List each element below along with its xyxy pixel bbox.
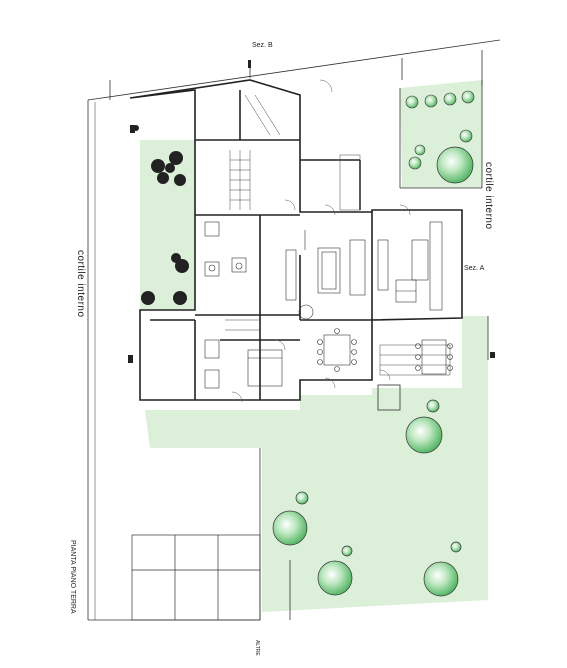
main-garden	[145, 316, 488, 612]
label-sez-b: Sez. B	[252, 42, 273, 49]
tree-garden-2	[272, 510, 308, 546]
tree-garden-3	[317, 560, 353, 596]
bedroom-furniture	[204, 339, 283, 389]
label-sez-a: Sez. A	[464, 265, 485, 272]
large-trees	[272, 146, 474, 597]
label-cortile-interno-left: cortile interno	[75, 250, 86, 318]
kitchen-furniture	[377, 221, 443, 311]
label-pianta-piano-terra: PIANTA PIANO TERRA	[69, 540, 76, 614]
label-bottom-mark: ALTRE	[254, 640, 260, 656]
site-outer-line	[87, 39, 501, 101]
section-markers	[128, 60, 495, 363]
parking-stalls	[131, 534, 261, 621]
site-boundary	[87, 39, 501, 621]
tree-garden-1	[405, 416, 443, 454]
tree-upper-right	[436, 146, 474, 184]
small-trees-upper-right	[405, 90, 475, 170]
dark-shrubs	[133, 125, 189, 305]
label-cortile-interno-right: cortile interno	[483, 162, 494, 230]
dining-tables	[317, 328, 453, 375]
building-walls	[129, 79, 463, 401]
bathroom-fixtures	[204, 221, 247, 277]
interior-lines	[225, 94, 451, 411]
tree-garden-4	[423, 561, 459, 597]
living-room-furniture	[285, 230, 366, 320]
door-swings	[231, 79, 411, 403]
